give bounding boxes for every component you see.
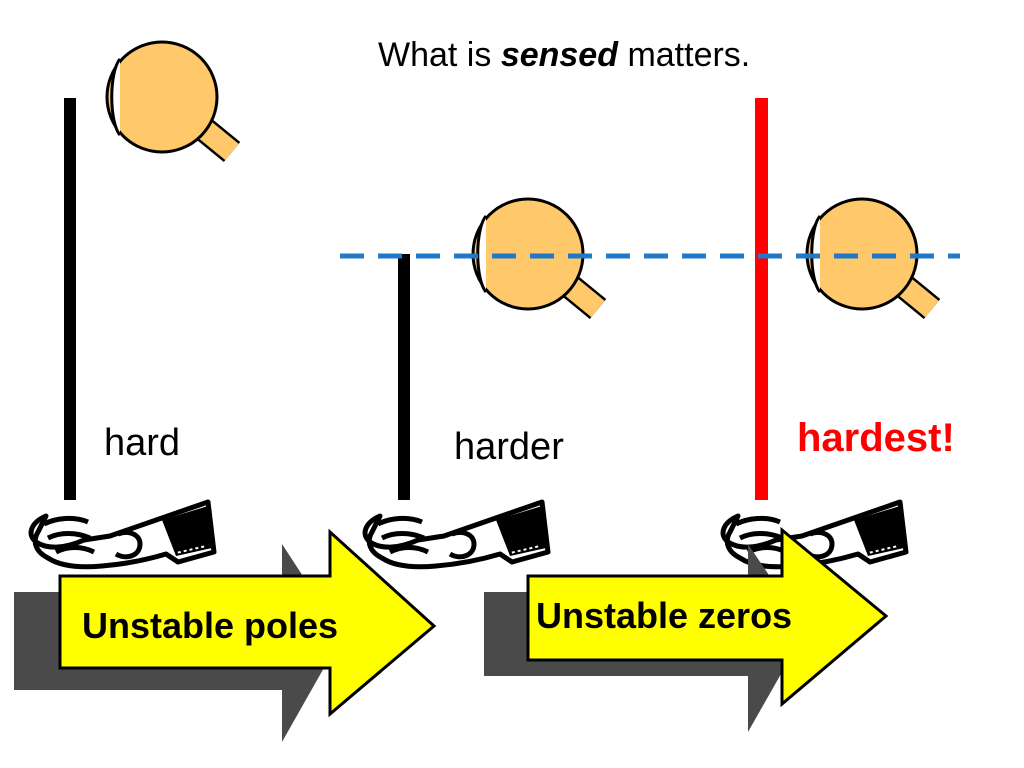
pole-hardest: [755, 98, 768, 500]
pole-harder: [398, 254, 410, 500]
eye-icon: [107, 42, 232, 152]
title-suffix: matters.: [618, 36, 751, 74]
hand-icon: [31, 502, 214, 567]
label-harder: harder: [454, 426, 564, 468]
label-hard: hard: [104, 422, 181, 464]
label-hardest: hardest!: [797, 416, 955, 460]
hand-icon: [365, 502, 548, 567]
title-emphasis: sensed: [500, 36, 618, 74]
arrow-unstable-poles: [14, 528, 437, 742]
pole-unstable-poles: [64, 98, 76, 500]
arrow-label-unstable-zeros: Unstable zeros: [536, 595, 793, 636]
page-title: What is sensed matters.: [378, 38, 750, 72]
arrow-unstable-zeros: [484, 526, 889, 732]
title-prefix: What is: [378, 36, 501, 74]
arrow-label-unstable-poles: Unstable poles: [82, 605, 339, 646]
